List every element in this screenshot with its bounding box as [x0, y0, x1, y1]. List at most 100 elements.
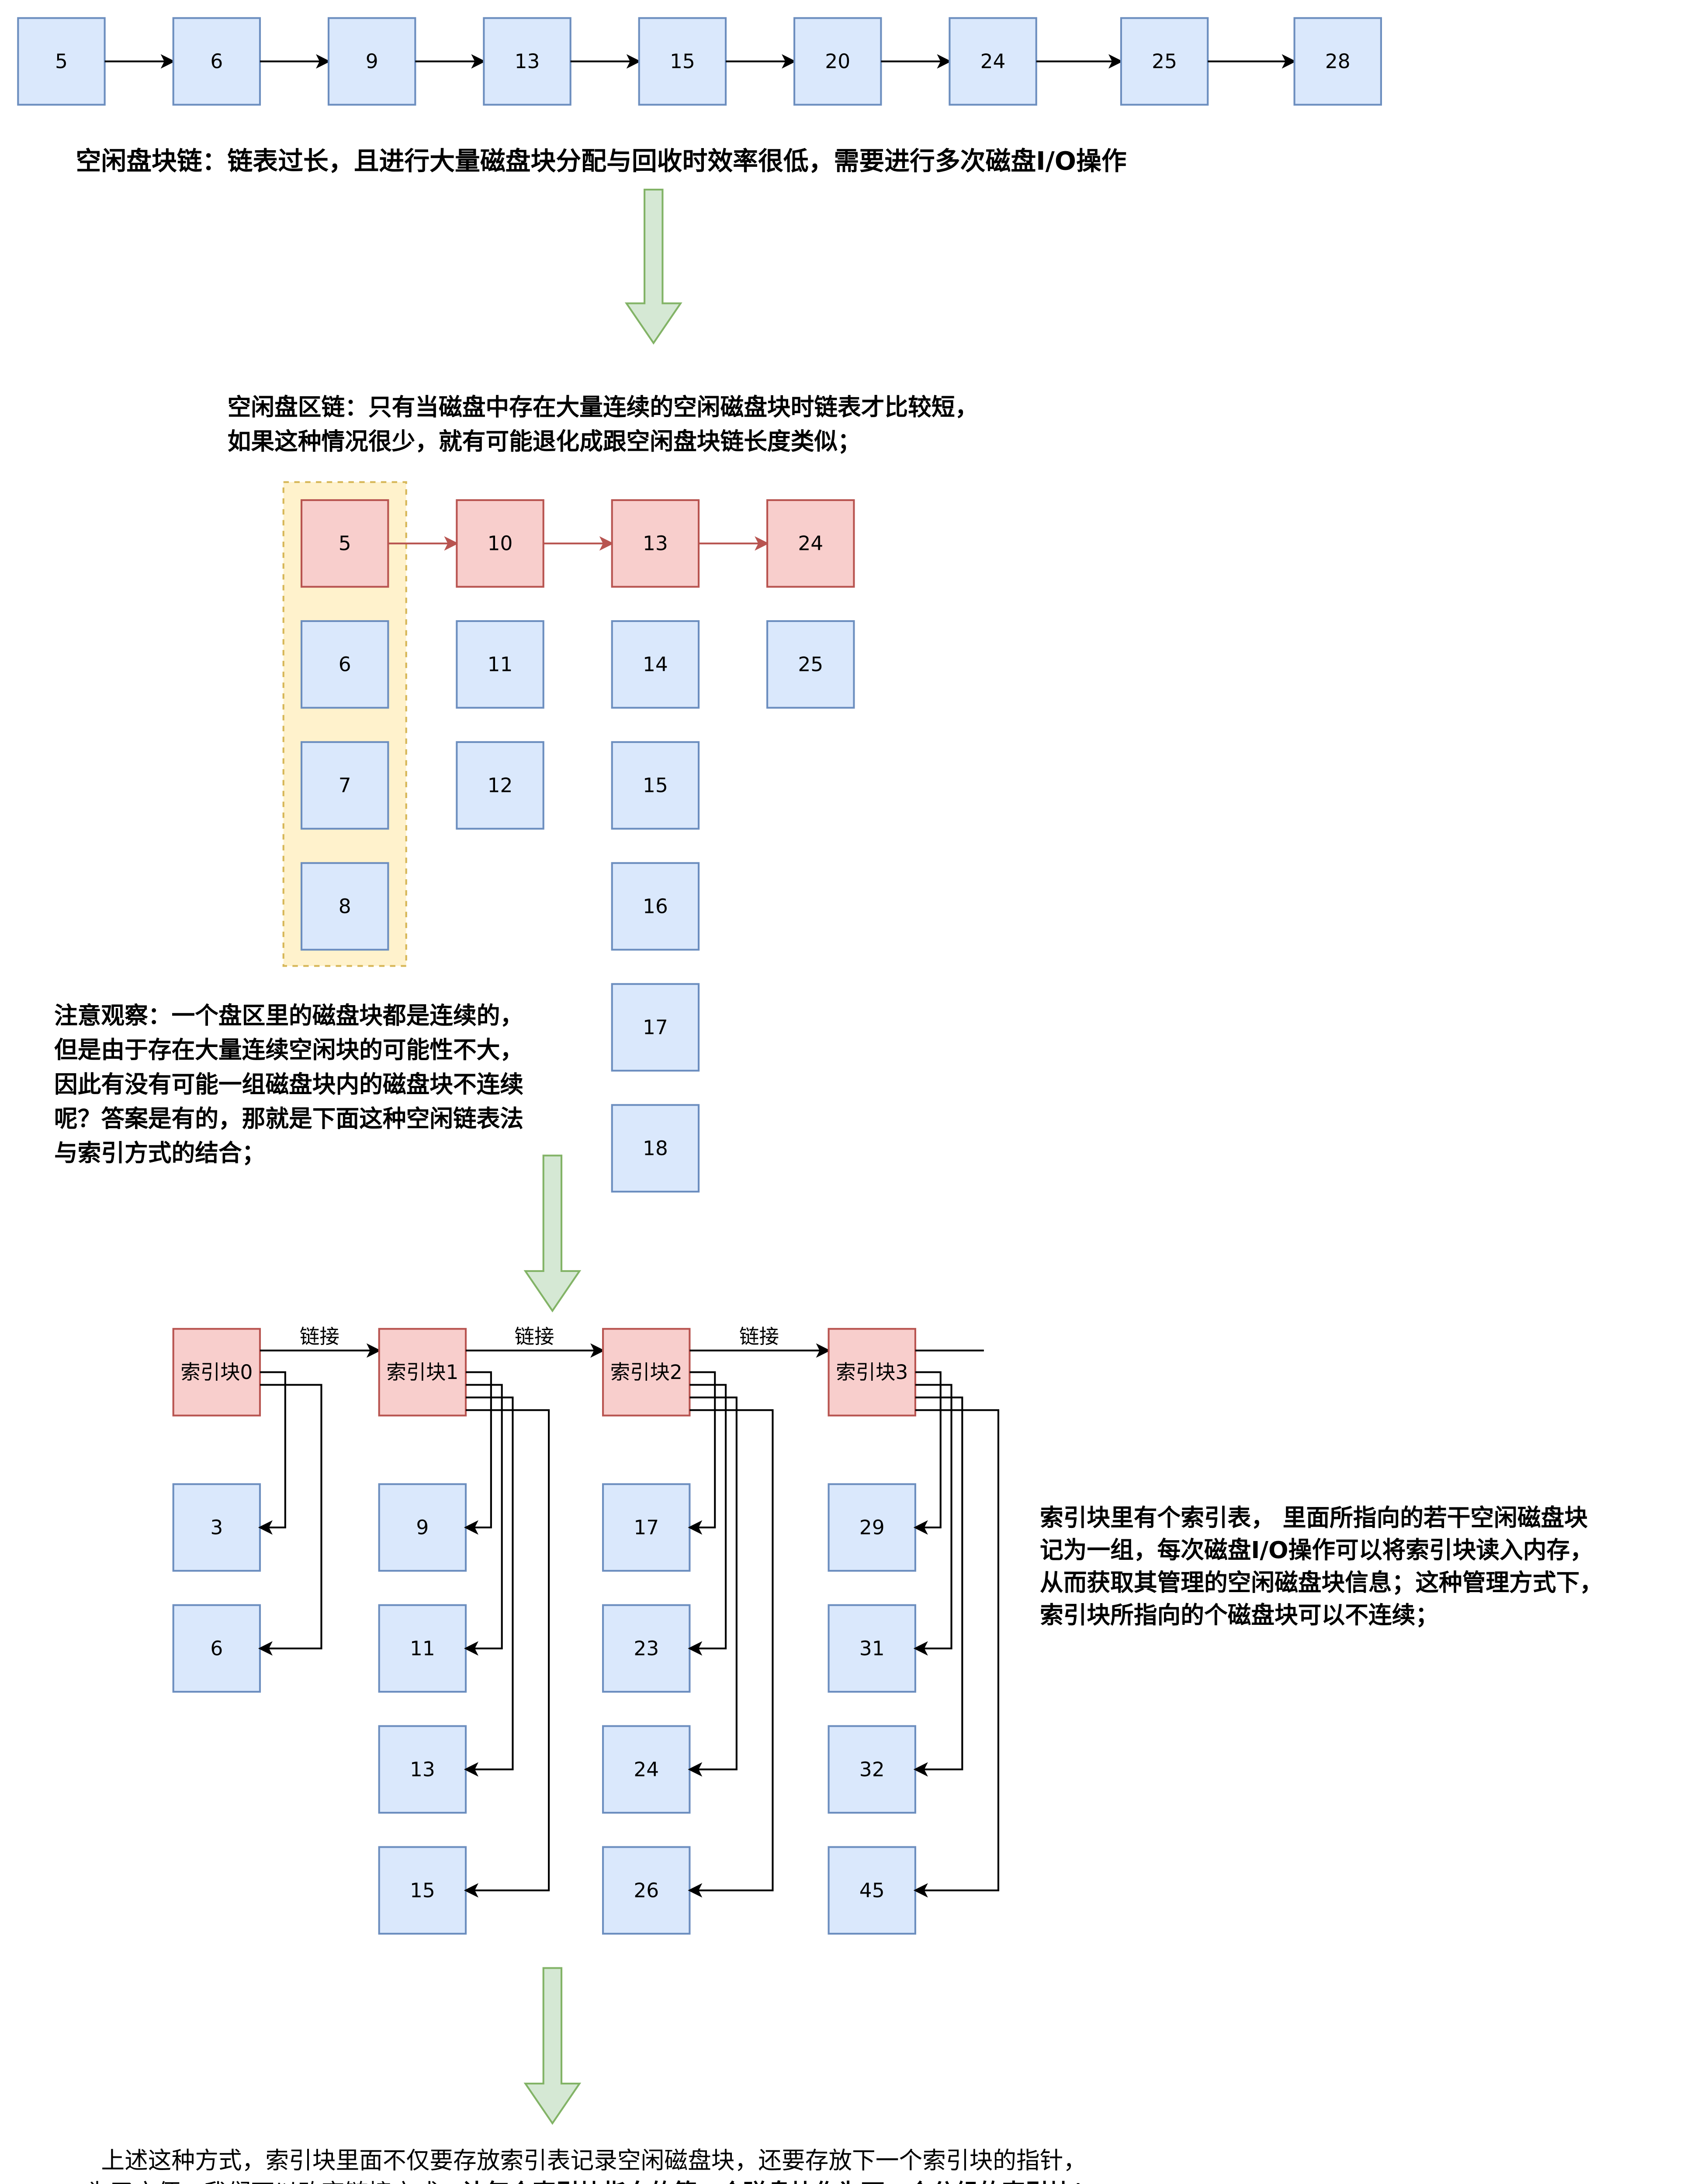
- chain-block: 5: [17, 17, 106, 106]
- chain-block: 24: [949, 17, 1037, 106]
- index-note-line-1: 索引块里有个索引表， 里面所指向的若干空闲磁盘块: [1040, 1504, 1588, 1531]
- down-arrow-shape: [624, 188, 682, 345]
- down-arrow-shape: [523, 1967, 582, 2125]
- index-pointer-arrow: [258, 1371, 286, 1535]
- index-block: 索引块2: [602, 1328, 691, 1417]
- data-block-label: 6: [210, 1637, 223, 1660]
- chain-block: 15: [638, 17, 727, 106]
- chain-block-label: 9: [366, 50, 378, 73]
- data-block-label: 31: [859, 1637, 885, 1660]
- caption-end-part: ！: [1072, 2179, 1096, 2184]
- data-block-box: [828, 1725, 916, 1814]
- extent-head: 10: [456, 499, 544, 588]
- extent-block-box: [611, 862, 700, 951]
- extent-block: 16: [611, 862, 700, 951]
- note-line-3: 因此有没有可能一组磁盘块内的磁盘块不连续: [54, 1071, 523, 1098]
- data-block-box: [828, 1604, 916, 1693]
- extent-block-label: 17: [643, 1016, 668, 1039]
- free-extent-chain-caption-line2: 如果这种情况很少，就有可能退化成跟空闲盘块链长度类似；: [228, 428, 861, 455]
- extent-block: 7: [300, 741, 389, 830]
- index-pointer-arrow: [913, 1396, 963, 1777]
- data-block: 26: [602, 1846, 691, 1935]
- data-block-label: 9: [416, 1516, 429, 1539]
- data-block: 29: [828, 1483, 916, 1572]
- data-block-label: 29: [859, 1516, 885, 1539]
- free-block-chain-section: 5 6 9 13 15 20 24 25 28: [17, 17, 1382, 106]
- index-pointer-arrow: [688, 1409, 774, 1898]
- index-note-line-3: 从而获取其管理的空闲磁盘块信息；这种管理方式下，: [1040, 1569, 1603, 1597]
- data-block: 17: [602, 1483, 691, 1572]
- chain-block: 25: [1120, 17, 1209, 106]
- extent-head: 13: [611, 499, 700, 588]
- data-block: 32: [828, 1725, 916, 1814]
- index-block: 索引块3: [828, 1328, 916, 1417]
- chain-block: 20: [793, 17, 882, 106]
- extent-block: 8: [300, 862, 389, 951]
- chain-block-box: [483, 17, 571, 106]
- data-block-box: [378, 1846, 467, 1935]
- index-pointer-arrow: [688, 1396, 738, 1777]
- data-block-box: [378, 1725, 467, 1814]
- data-block-box: [172, 1483, 261, 1572]
- data-block-label: 3: [210, 1516, 223, 1539]
- index-block-label: 索引块1: [386, 1361, 458, 1384]
- chain-block-box: [1293, 17, 1382, 106]
- extent-block-label: 11: [488, 653, 513, 676]
- link-label: 链接: [300, 1325, 339, 1348]
- data-block-box: [602, 1725, 691, 1814]
- data-block-label: 32: [859, 1758, 885, 1781]
- note-line-4: 呢？答案是有的，那就是下面这种空闲链表法: [54, 1105, 523, 1132]
- extent-block-label: 7: [339, 774, 351, 797]
- data-block-label: 23: [634, 1637, 659, 1660]
- index-block-label: 索引块2: [610, 1361, 682, 1384]
- data-block-box: [828, 1846, 916, 1935]
- chain-block-label: 24: [980, 50, 1006, 73]
- index-block-note: 索引块里有个索引表， 里面所指向的若干空闲磁盘块 记为一组，每次磁盘I/O操作可…: [1040, 1504, 1603, 1629]
- extent-block: 11: [456, 620, 544, 709]
- extent-block: 17: [611, 983, 700, 1072]
- extent-block: 15: [611, 741, 700, 830]
- extent-head: 5: [300, 499, 389, 588]
- extent-block-box: [611, 1104, 700, 1193]
- down-arrow-1: [624, 188, 682, 345]
- linked-index-section: 索引块0链接36索引块1链接9111315索引块2链接17232426索引块32…: [172, 1325, 1000, 1935]
- extent-block-label: 8: [339, 895, 351, 918]
- caption-normal-part: 为了方便，我们可以改变链接方式，: [87, 2179, 462, 2184]
- chain-block: 6: [172, 17, 261, 106]
- data-block-box: [172, 1604, 261, 1693]
- chain-block: 13: [483, 17, 571, 106]
- note-line-2: 但是由于存在大量连续空闲块的可能性不大，: [54, 1036, 523, 1064]
- data-block-box: [602, 1604, 691, 1693]
- chain-block-label: 15: [670, 50, 695, 73]
- extent-head-box: [300, 499, 389, 588]
- index-pointer-arrow: [688, 1371, 716, 1535]
- extent-head-label: 13: [643, 532, 668, 555]
- extent-block-label: 15: [643, 774, 668, 797]
- caption-bold-part: 让每个索引块指向的第一个磁盘块作为下一个分组的索引块: [462, 2179, 1073, 2184]
- index-pointer-arrow: [913, 1384, 952, 1656]
- extent-head-label: 10: [488, 532, 513, 555]
- index-pointer-arrow: [464, 1409, 550, 1898]
- data-block: 24: [602, 1725, 691, 1814]
- chain-block-label: 5: [55, 50, 68, 73]
- index-note-line-2: 记为一组，每次磁盘I/O操作可以将索引块读入内存，: [1040, 1536, 1593, 1564]
- index-pointer-arrow: [464, 1371, 492, 1535]
- chain-block: 28: [1293, 17, 1382, 106]
- data-block: 11: [378, 1604, 467, 1693]
- chain-block-label: 25: [1152, 50, 1177, 73]
- extent-block-label: 25: [798, 653, 823, 676]
- extent-block-box: [611, 983, 700, 1072]
- extent-head-box: [766, 499, 855, 588]
- data-block-label: 15: [410, 1879, 435, 1902]
- note-line-1: 注意观察：一个盘区里的磁盘块都是连续的，: [54, 1002, 523, 1030]
- extent-block-box: [611, 620, 700, 709]
- index-block-box: [172, 1328, 261, 1417]
- extent-block: 12: [456, 741, 544, 830]
- extent-block-box: [300, 862, 389, 951]
- grouped-linking-caption-line1: 上述这种方式，索引块里面不仅要存放索引表记录空闲磁盘块，还要存放下一个索引块的指…: [101, 2146, 1087, 2174]
- data-block-box: [602, 1846, 691, 1935]
- down-arrow-shape: [523, 1154, 582, 1313]
